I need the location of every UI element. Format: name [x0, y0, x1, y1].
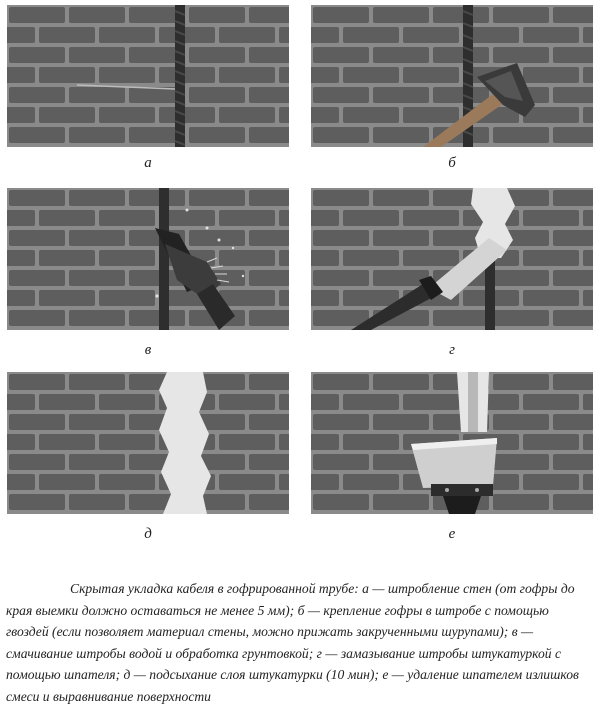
- brick-wall-chasing-illustration: [7, 5, 289, 147]
- figure-caption-text: Скрытая укладка кабеля в гофрированной т…: [6, 581, 579, 704]
- panel-e: [311, 372, 593, 514]
- panel-label-v: в: [144, 342, 152, 358]
- brick-wall-spatula-illustration: [311, 188, 593, 330]
- panel-a: [7, 5, 289, 147]
- panel-label-b: б: [448, 155, 456, 171]
- figure-caption: Скрытая укладка кабеля в гофрированной т…: [6, 578, 592, 707]
- panel-label-d: д: [144, 526, 152, 542]
- panel-b: [311, 5, 593, 147]
- panel-label-g: г: [449, 342, 455, 358]
- panel-label-e: е: [448, 526, 456, 542]
- brick-wall-plaster-drying-illustration: [7, 372, 289, 514]
- brick-wall-brush-illustration: [7, 188, 289, 330]
- panel-label-a: а: [144, 155, 152, 171]
- panel-g: [311, 188, 593, 330]
- brick-wall-hammer-illustration: [311, 5, 593, 147]
- panel-d: [7, 372, 289, 514]
- panel-v: [7, 188, 289, 330]
- brick-wall-leveling-illustration: [311, 372, 593, 514]
